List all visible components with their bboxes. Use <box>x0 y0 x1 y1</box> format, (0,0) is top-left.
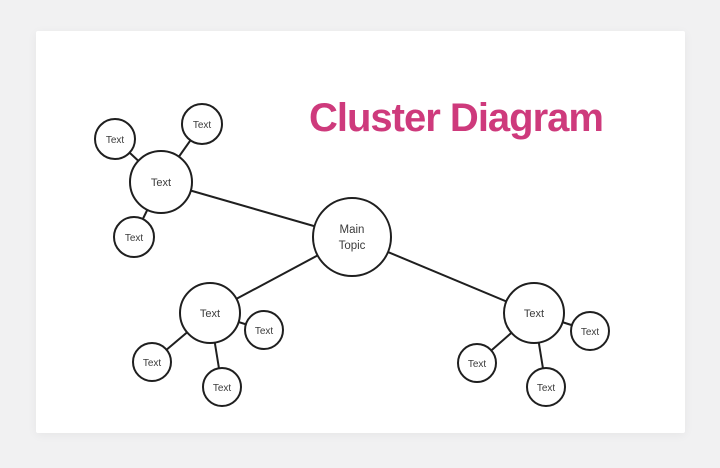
node-label-bottomleft-leaf-bottom: Text <box>213 383 232 394</box>
page-title: Cluster Diagram <box>309 96 604 140</box>
node-label-bottomright-leaf-bottom: Text <box>537 383 556 394</box>
node-bottomleft-leaf-bottom: Text <box>202 367 242 407</box>
node-circle-bottomleft-leaf-right <box>244 310 284 350</box>
node-circle-bottomright-leaf-bottom <box>526 367 566 407</box>
node-circle-topleft-leaf-left <box>94 118 136 160</box>
node-circle-topleft-leaf-top <box>181 103 223 145</box>
node-circle-bottomleft-leaf-bottom <box>202 367 242 407</box>
node-label-topleft-subtopic: Text <box>151 177 171 189</box>
node-topleft-subtopic: Text <box>129 150 193 214</box>
node-label-topleft-leaf-top: Text <box>193 120 212 131</box>
node-circle-bottomright-subtopic <box>503 282 565 344</box>
node-circle-bottomright-leaf-right <box>570 311 610 351</box>
node-label-bottomright-leaf-left: Text <box>468 359 487 370</box>
node-circle-bottomleft-leaf-left <box>132 342 172 382</box>
node-label-bottomright-subtopic: Text <box>524 308 544 320</box>
node-bottomleft-subtopic: Text <box>179 282 241 344</box>
node-label-topleft-leaf-bottom: Text <box>125 233 144 244</box>
node-label-bottomleft-leaf-right: Text <box>255 326 274 337</box>
node-bottomright-subtopic: Text <box>503 282 565 344</box>
node-label-bottomleft-subtopic: Text <box>200 308 220 320</box>
node-label-topleft-leaf-left: Text <box>106 135 125 146</box>
node-circle-bottomleft-subtopic <box>179 282 241 344</box>
node-circle-bottomright-leaf-left <box>457 343 497 383</box>
node-topleft-leaf-left: Text <box>94 118 136 160</box>
node-label-bottomleft-leaf-left: Text <box>143 358 162 369</box>
node-bottomright-leaf-bottom: Text <box>526 367 566 407</box>
node-bottomleft-leaf-right: Text <box>244 310 284 350</box>
node-topleft-leaf-bottom: Text <box>113 216 155 258</box>
node-bottomleft-leaf-left: Text <box>132 342 172 382</box>
node-label-bottomright-leaf-right: Text <box>581 327 600 338</box>
node-bottomright-leaf-right: Text <box>570 311 610 351</box>
node-topleft-leaf-top: Text <box>181 103 223 145</box>
node-circle-topleft-leaf-bottom <box>113 216 155 258</box>
node-circle-topleft-subtopic <box>129 150 193 214</box>
node-bottomright-leaf-left: Text <box>457 343 497 383</box>
node-circle-main-topic <box>312 197 392 277</box>
